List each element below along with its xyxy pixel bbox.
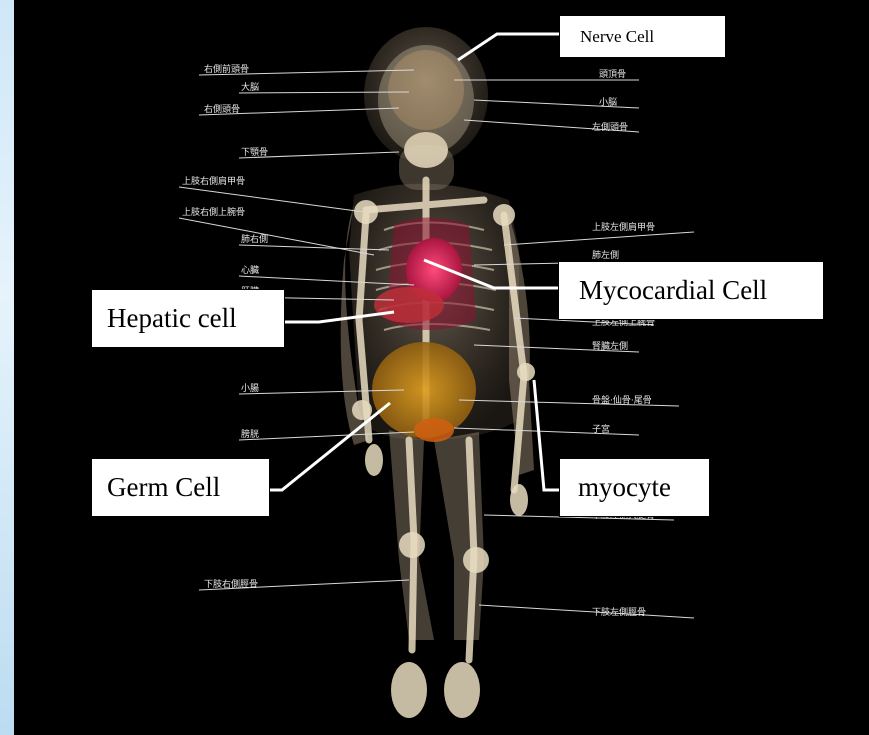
jp-label: 心臓 — [241, 265, 259, 276]
jp-label: 右側前頭骨 — [204, 63, 249, 75]
right-japanese-labels: 頭頂骨 小脳 左側頭骨 上肢左側肩甲骨 肺左側 上肢左側上腕骨 腎臓左側 骨盤·… — [592, 69, 655, 618]
anatomy-figure: 右側前頭骨 大脳 右側頭骨 下顎骨 上肢右側肩甲骨 上肢右側上腕骨 肺右側 心臓… — [14, 0, 869, 735]
jp-label: 小脳 — [599, 96, 617, 108]
jp-label: 下肢右側脛骨 — [204, 578, 258, 590]
mycocardial-cell-callout: Mycocardial Cell — [558, 261, 824, 320]
anatomy-diagram: 右側前頭骨 大脳 右側頭骨 下顎骨 上肢右側肩甲骨 上肢右側上腕骨 肺右側 心臓… — [14, 0, 869, 735]
jp-label: 上肢右側上腕骨 — [182, 206, 245, 218]
jp-label: 左側頭骨 — [592, 121, 628, 133]
jp-label: 肺左側 — [592, 249, 619, 261]
jp-label: 右側頭骨 — [204, 103, 240, 115]
jp-label: 上肢左側肩甲骨 — [592, 221, 655, 233]
jp-label: 上肢右側肩甲骨 — [182, 175, 245, 187]
jp-label: 肺右側 — [241, 233, 268, 245]
jp-label: 下肢左側脛骨 — [592, 606, 646, 618]
jp-label: 骨盤·仙骨·尾骨 — [592, 394, 652, 406]
jp-label: 子宮 — [592, 423, 610, 435]
jp-label: 膀胱 — [241, 428, 259, 440]
jp-label: 下顎骨 — [241, 147, 268, 158]
myocyte-callout: myocyte — [559, 458, 710, 517]
jp-label: 頭頂骨 — [599, 69, 626, 80]
nerve-cell-callout: Nerve Cell — [559, 15, 726, 58]
hepatic-cell-callout: Hepatic cell — [91, 289, 285, 348]
jp-label: 腎臓左側 — [592, 340, 628, 352]
jp-label: 小腸 — [241, 383, 259, 394]
myocyte-leader — [534, 380, 559, 490]
germ-cell-callout: Germ Cell — [91, 458, 270, 517]
jp-label: 大脳 — [241, 81, 259, 93]
